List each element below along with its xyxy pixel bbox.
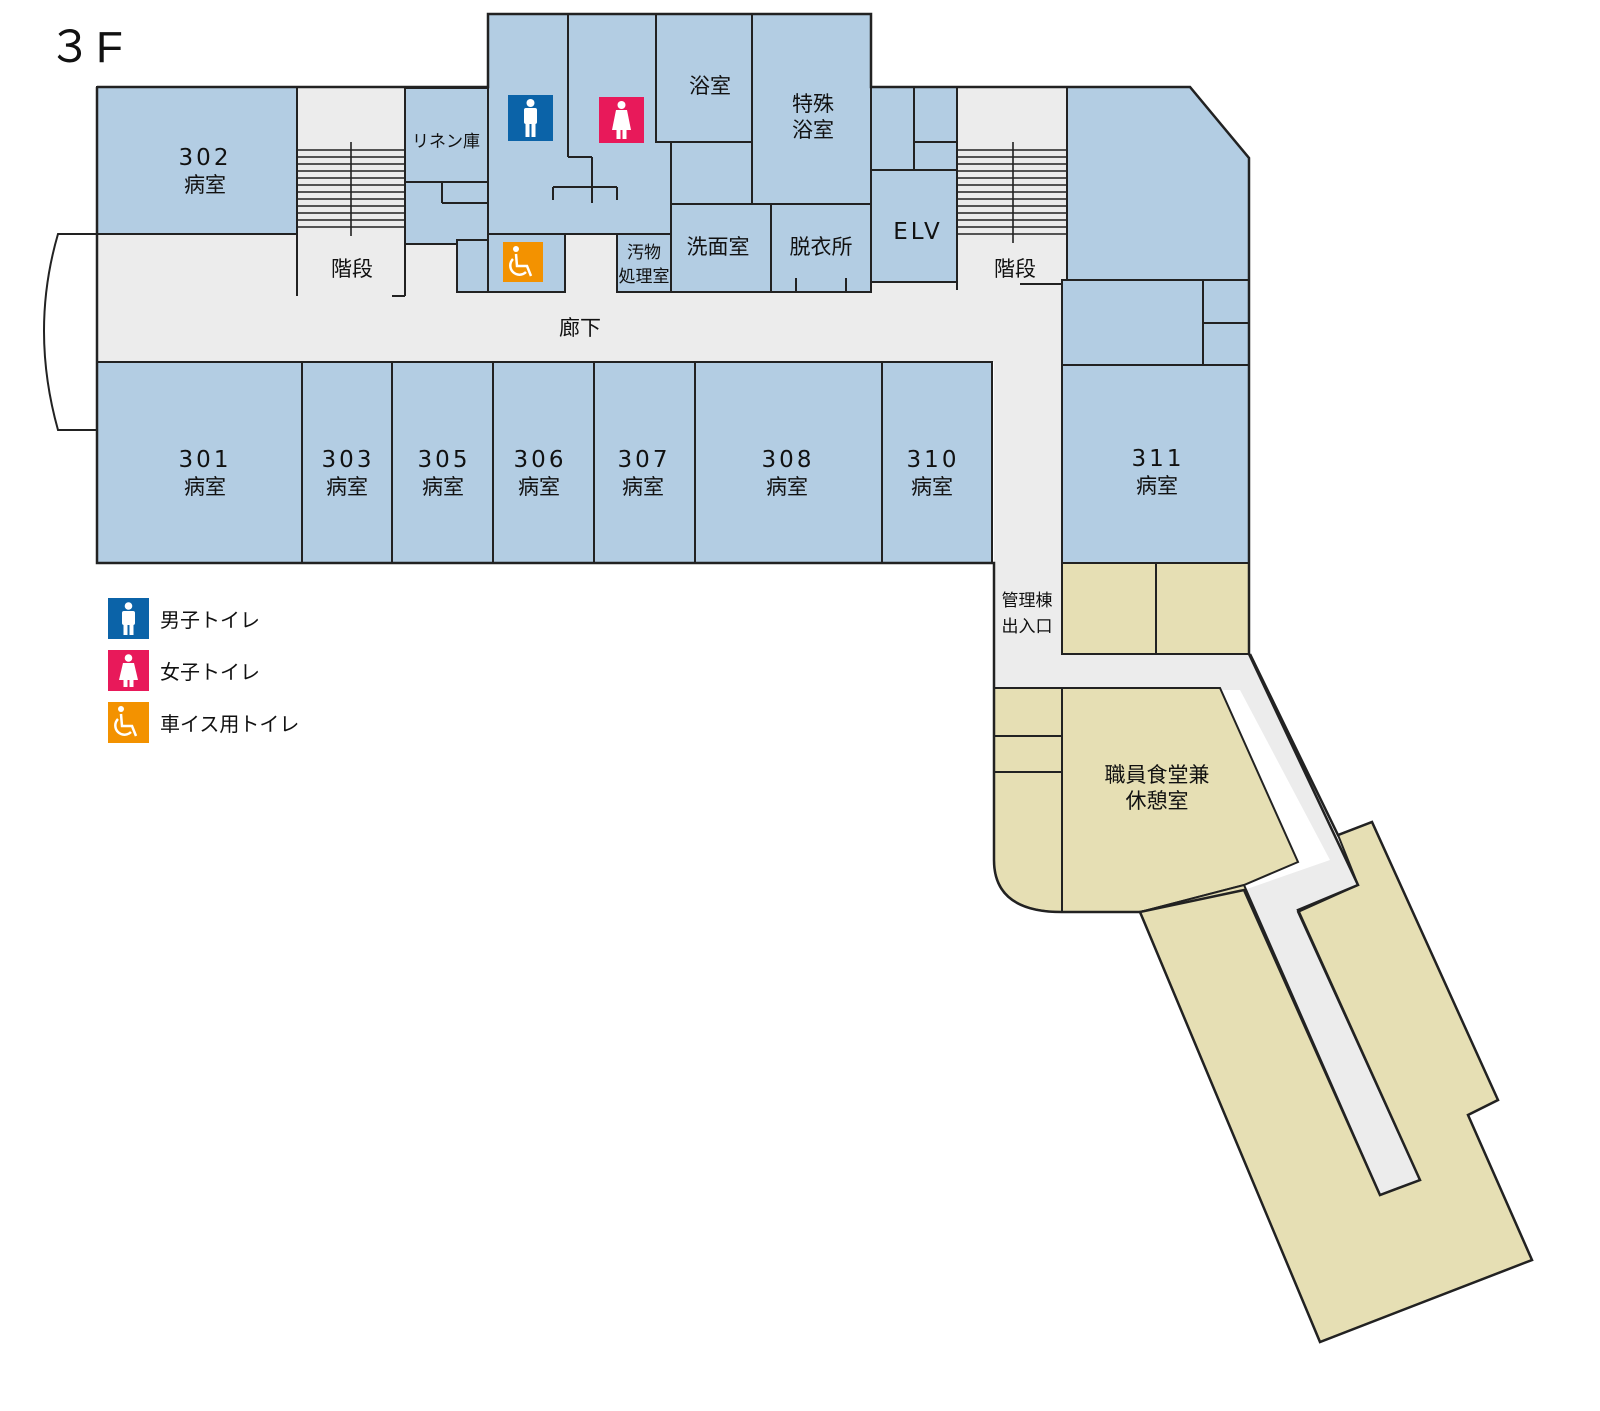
corridor-label: 廊下: [559, 316, 601, 340]
linen-label: リネン庫: [412, 132, 480, 152]
room-311-number: 311: [1132, 446, 1185, 472]
entrance-label-2: 出入口: [1002, 617, 1053, 637]
small-room-3: [913, 141, 958, 171]
room-307-type: 病室: [622, 475, 664, 499]
legend: 男子トイレ 女子トイレ 車イス用トイレ: [108, 598, 299, 743]
stairs-right-label: 階段: [994, 257, 1036, 281]
room-308-number: 308: [762, 447, 815, 473]
cafeteria-label-2: 休憩室: [1126, 789, 1189, 813]
dressing-room[interactable]: [770, 203, 872, 293]
small-room-2: [913, 86, 958, 143]
washroom-label: 洗面室: [687, 235, 750, 259]
room-northeast: [1066, 86, 1250, 281]
room-308-type: 病室: [766, 475, 808, 499]
stairs-left-icon: [297, 142, 405, 236]
room-311[interactable]: [1061, 364, 1250, 564]
left-rotunda: [43, 233, 97, 431]
legend-label-male: 男子トイレ: [160, 608, 260, 632]
room-306-number: 306: [514, 447, 567, 473]
bath-room[interactable]: [655, 13, 753, 143]
room-307-number: 307: [618, 447, 671, 473]
utility-b: [456, 239, 489, 293]
soiled-utility-room[interactable]: [616, 233, 672, 293]
legend-label-wheelchair: 車イス用トイレ: [160, 712, 299, 736]
stairs-right-icon: [957, 142, 1067, 243]
cafeteria-label-1: 職員食堂兼: [1105, 763, 1210, 787]
corridor-diagonal: [1062, 654, 1420, 1195]
room-301-type: 病室: [184, 475, 226, 499]
floor-label: ３F: [48, 23, 127, 72]
room-311-type: 病室: [1136, 474, 1178, 498]
stair-area-right: [957, 88, 1067, 284]
washroom[interactable]: [670, 203, 772, 293]
female-toilet-icon: [599, 97, 644, 143]
legend-item-female: 女子トイレ: [108, 650, 260, 691]
corridor-pocket: [565, 234, 617, 292]
legend-item-wheelchair: 車イス用トイレ: [108, 702, 299, 743]
special-bath-room[interactable]: [751, 13, 872, 205]
room-310[interactable]: [881, 361, 993, 564]
utility-a: [404, 181, 489, 245]
special-bath-label-2: 浴室: [792, 118, 834, 142]
soiled-label-1: 汚物: [627, 243, 661, 263]
room-308[interactable]: [694, 361, 883, 564]
room-east-tiny-2: [1202, 322, 1250, 366]
entrance-label-1: 管理棟: [1002, 591, 1053, 611]
admin-room-4: [993, 735, 1063, 773]
bath-label: 浴室: [689, 74, 731, 98]
dressing-label: 脱衣所: [790, 235, 853, 259]
elevator[interactable]: [870, 169, 958, 283]
wheelchair-toilet-icon: [503, 242, 543, 282]
room-306-type: 病室: [518, 475, 560, 499]
room-301[interactable]: [96, 361, 303, 564]
corridor-vertical: [994, 284, 1062, 708]
room-301-number: 301: [179, 447, 232, 473]
male-toilet-icon: [508, 95, 553, 141]
soiled-label-2: 処理室: [619, 267, 670, 287]
room-east-small: [1061, 279, 1204, 366]
room-303-type: 病室: [326, 475, 368, 499]
outer-wall: [97, 12, 1534, 1344]
stairs-left-label: 階段: [331, 257, 373, 281]
room-310-number: 310: [907, 447, 960, 473]
room-305-type: 病室: [422, 475, 464, 499]
special-bath-label-1: 特殊: [792, 92, 834, 116]
small-room-1: [870, 86, 915, 171]
room-305-number: 305: [418, 447, 471, 473]
bath-sub: [670, 141, 753, 205]
legend-label-female: 女子トイレ: [160, 660, 260, 684]
linen-room[interactable]: [404, 87, 489, 183]
room-303-number: 303: [322, 447, 375, 473]
room-east-tiny-1: [1202, 279, 1250, 324]
elevator-label: ELV: [893, 219, 943, 245]
admin-room-2: [1155, 562, 1250, 655]
legend-item-male: 男子トイレ: [108, 598, 260, 639]
admin-room-1: [1061, 562, 1157, 655]
room-302-number: 302: [179, 145, 232, 171]
admin-room-3: [993, 687, 1063, 737]
room-302-type: 病室: [184, 173, 226, 197]
room-307[interactable]: [593, 361, 696, 564]
room-310-type: 病室: [911, 475, 953, 499]
